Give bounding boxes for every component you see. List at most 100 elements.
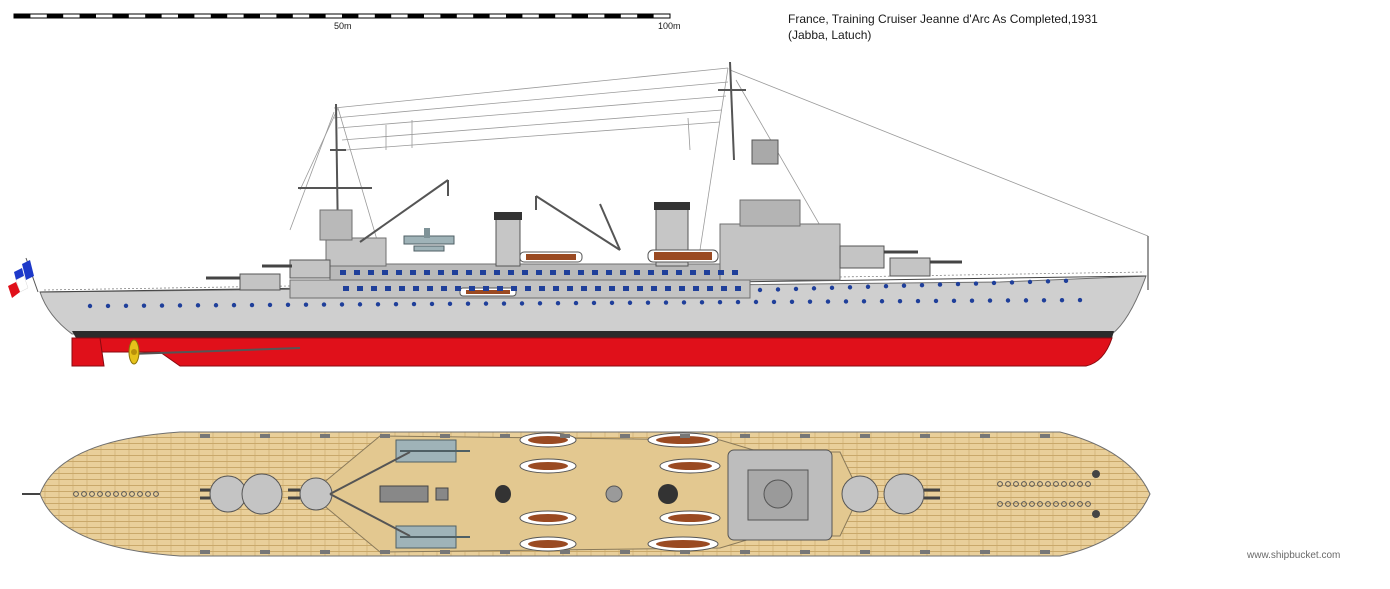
window: [592, 270, 598, 275]
chain-link: [137, 491, 143, 497]
bollard: [440, 434, 450, 438]
propeller-shaft: [129, 347, 301, 355]
porthole: [393, 301, 399, 307]
scale-segment: [538, 14, 556, 18]
window: [399, 286, 405, 291]
chain-link: [1053, 501, 1059, 507]
turret-top-aft-3: [288, 477, 333, 511]
bollard: [860, 550, 870, 554]
chain-link: [145, 491, 151, 497]
bollard: [1040, 434, 1050, 438]
porthole: [1045, 279, 1051, 284]
scale-segment: [604, 14, 621, 18]
scale-segment: [178, 14, 195, 18]
bollard: [740, 550, 750, 554]
window: [480, 270, 486, 275]
bollard: [680, 434, 690, 438]
bollard: [260, 550, 270, 554]
bollard: [500, 434, 510, 438]
boat-interior: [668, 514, 712, 522]
porthole: [1059, 297, 1065, 303]
propeller: [128, 339, 140, 365]
porthole: [573, 300, 579, 306]
porthole: [321, 302, 327, 307]
porthole: [267, 302, 273, 308]
porthole: [501, 301, 507, 306]
bollard: [380, 434, 390, 438]
porthole: [609, 300, 615, 306]
window: [679, 286, 685, 291]
hatch: [435, 487, 449, 501]
porthole: [771, 299, 777, 305]
scale-segment: [571, 14, 588, 18]
window: [368, 270, 374, 275]
boat-interior: [668, 462, 712, 470]
anchor-hawse-starboard: [1092, 510, 1100, 518]
drawing-title: France, Training Cruiser Jeanne d'Arc As…: [788, 12, 1098, 26]
chain-link: [1037, 481, 1043, 487]
bollard: [560, 434, 570, 438]
window: [735, 286, 741, 291]
scale-segment: [637, 14, 654, 18]
fore-turret-1: [839, 245, 918, 269]
chain-link: [1069, 481, 1075, 487]
porthole: [645, 300, 651, 305]
window: [693, 286, 699, 291]
window: [707, 286, 713, 291]
window: [455, 286, 461, 291]
porthole: [285, 302, 291, 308]
bollard: [740, 434, 750, 438]
porthole: [861, 299, 867, 304]
turret-top-fore-2: [883, 473, 940, 515]
chain-link: [1005, 501, 1011, 507]
window: [553, 286, 559, 291]
bollard: [260, 434, 270, 438]
side-profile: [8, 61, 1149, 367]
aft-turret-2: [262, 259, 331, 279]
window: [648, 270, 654, 275]
scale-segment: [79, 14, 96, 18]
scale-segment: [473, 14, 490, 18]
scale-segment: [506, 14, 523, 18]
boat-interior: [528, 514, 568, 522]
scale-segment: [46, 14, 64, 18]
deckhouse-windows: [340, 270, 741, 291]
bollard: [920, 550, 930, 554]
porthole: [1023, 298, 1029, 303]
chain-link: [97, 491, 103, 497]
porthole: [753, 299, 759, 305]
porthole: [807, 299, 813, 304]
porthole: [177, 303, 183, 308]
bollard: [440, 550, 450, 554]
window: [718, 270, 724, 275]
window: [578, 270, 584, 275]
turret-top-aft-1: [200, 475, 247, 513]
watermark: www.shipbucket.com: [1247, 550, 1341, 561]
window: [340, 270, 346, 275]
window: [522, 270, 528, 275]
chain-link: [1085, 481, 1091, 487]
porthole: [591, 300, 597, 306]
porthole: [105, 303, 111, 309]
window: [651, 286, 657, 291]
window: [550, 270, 556, 275]
porthole: [969, 298, 975, 303]
window: [427, 286, 433, 291]
catapult-port: [395, 439, 470, 463]
porthole: [627, 300, 633, 305]
porthole: [87, 303, 93, 309]
window: [354, 270, 360, 275]
boat-interior: [528, 540, 568, 548]
antifouling-hull: [77, 337, 1113, 367]
scale-segment: [112, 14, 129, 18]
scale-segment: [374, 14, 392, 18]
porthole: [357, 302, 363, 307]
porthole: [339, 302, 345, 307]
midship-crane: [535, 195, 621, 251]
bollard: [560, 550, 570, 554]
aft-superstructure: [325, 237, 387, 267]
porthole: [465, 301, 471, 306]
window: [441, 286, 447, 291]
director-tower: [751, 139, 779, 165]
chain-link: [1045, 501, 1051, 507]
